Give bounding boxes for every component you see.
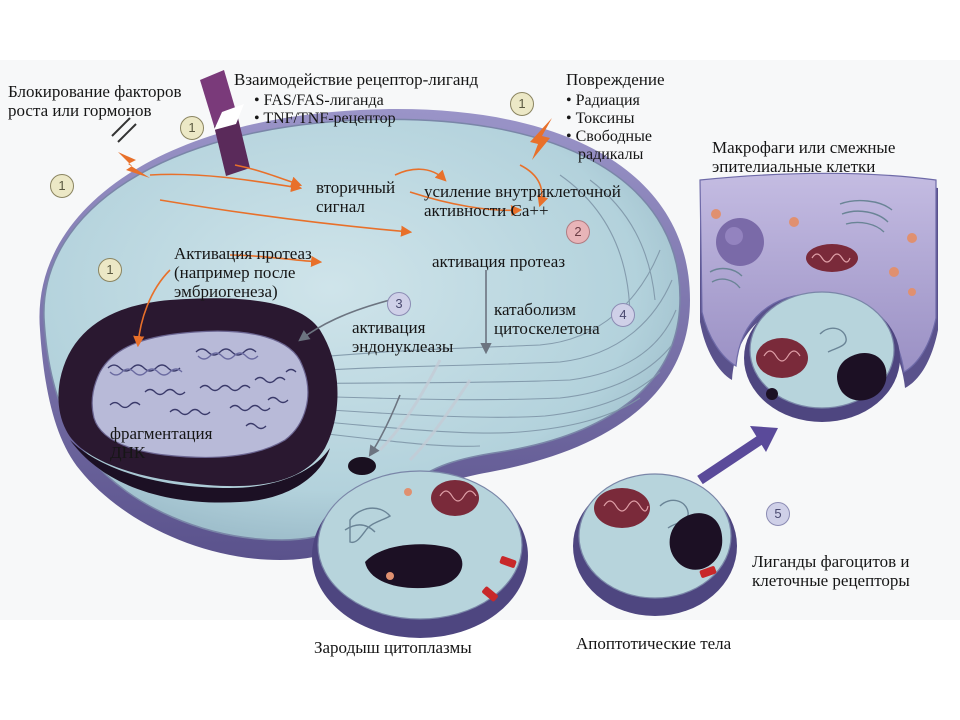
label-damage: Повреждение — [566, 70, 665, 89]
step-badge-3: 3 — [387, 292, 411, 316]
cytoplasm-bud — [312, 470, 528, 638]
label-macrophages: Макрофаги или смежные эпителиальные клет… — [712, 138, 896, 176]
signal-bolt-left — [118, 152, 150, 178]
step-badge-4: 4 — [611, 303, 635, 327]
step-badge-5: 5 — [766, 502, 790, 526]
label-ca-activity: усиление внутриклеточной активности Ca++ — [424, 182, 621, 220]
label-damage-items: Радиация Токсины Свободные радикалы — [566, 92, 652, 164]
label-protease-activation-right: активация протеаз — [432, 252, 566, 271]
label-phagocyte-ligands: Лиганды фагоцитов и клеточные рецепторы — [752, 552, 910, 590]
label-cytoplasm-bud: Зародыш цитоплазмы — [314, 638, 472, 657]
apoptotic-body — [573, 473, 737, 616]
main-cell — [39, 109, 690, 560]
label-secondary-signal: вторичный сигнал — [316, 178, 396, 216]
membrane-receptor — [200, 70, 250, 176]
step-badge-2: 2 — [566, 220, 590, 244]
signal-bolt-right — [530, 118, 552, 160]
signal-arrows — [133, 164, 549, 348]
label-cytoskeleton: катаболизм цитоскелетона — [494, 300, 600, 338]
cytoskeleton-fibers — [289, 174, 677, 447]
step-badge-1-growth: 1 — [180, 116, 204, 140]
process-arrows — [298, 270, 492, 457]
nucleus — [91, 330, 309, 458]
dna-fragments — [107, 348, 297, 430]
macrophage — [699, 172, 938, 422]
label-dna-fragmentation: фрагментация ДНК — [110, 424, 213, 462]
label-receptor-items: FAS/FAS-лиганда TNF/TNF-рецептор — [254, 92, 395, 128]
label-block-factors: Блокирование факторов роста или гормонов — [8, 82, 182, 120]
label-receptor-ligand: Взаимодействие рецептор-лиганд — [234, 70, 479, 89]
step-badge-1-left: 1 — [50, 174, 74, 198]
engulf-arrow — [697, 435, 763, 485]
label-protease-activation-left: Активация протеаз (например после эмбрио… — [174, 244, 312, 301]
label-apoptotic-bodies: Апоптотические тела — [576, 634, 732, 653]
label-endonuclease: активация эндонуклеазы — [352, 318, 454, 356]
step-badge-1-damage: 1 — [510, 92, 534, 116]
step-badge-1-protease: 1 — [98, 258, 122, 282]
